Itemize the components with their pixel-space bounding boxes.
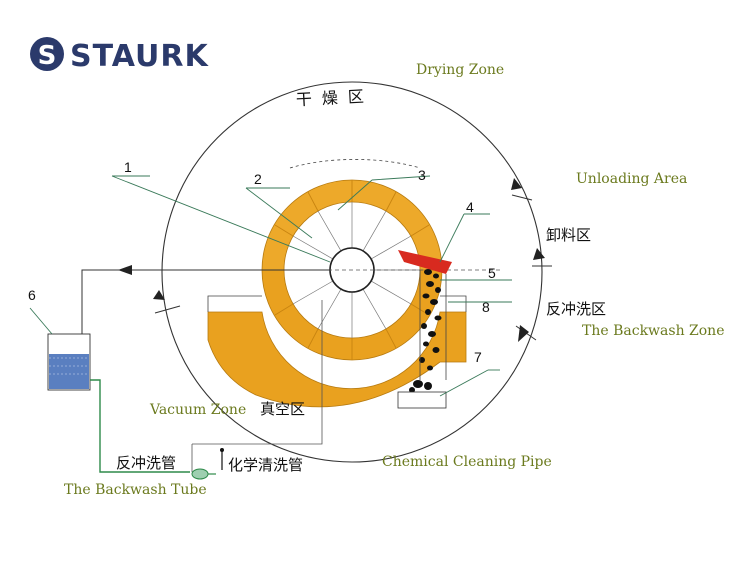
staurk-logo: S STAURK — [30, 37, 209, 74]
vacuum-zone-cn: 真空区 — [260, 400, 305, 418]
callout-4: 4 — [466, 199, 474, 215]
callout-8: 8 — [482, 299, 490, 315]
backwash-zone-en: The Backwash Zone — [582, 323, 725, 339]
arrow-down-icon — [153, 290, 165, 300]
callout-1: 1 — [124, 159, 132, 175]
arrow-down-icon — [533, 248, 545, 260]
backwash-tube-cn: 反冲洗管 — [116, 454, 176, 472]
callout-3: 3 — [418, 167, 426, 183]
outer-cycle-circle — [161, 81, 543, 463]
backwash-zone-cn: 反冲洗区 — [546, 300, 606, 318]
logo-letter: S — [38, 41, 57, 71]
logo-circle-icon — [30, 37, 64, 71]
drying-zone-cn: 干燥区 — [295, 86, 374, 109]
zone-labels: Drying Zone 干燥区 Unloading Area 卸料区 反冲洗区 … — [64, 62, 725, 498]
callout-5: 5 — [488, 265, 496, 281]
callout-6: 6 — [28, 287, 36, 303]
callout-2: 2 — [254, 171, 262, 187]
unloading-area-cn: 卸料区 — [546, 226, 591, 244]
backwash-tube — [90, 300, 323, 480]
filtrate-tank — [47, 333, 91, 391]
arrow-up-icon — [518, 325, 529, 342]
vacuum-line — [81, 265, 330, 334]
callout-7: 7 — [474, 349, 482, 365]
chemical-pipe-en: Chemical Cleaning Pipe — [382, 454, 552, 470]
brand-name: STAURK — [70, 39, 209, 74]
drying-zone-en: Drying Zone — [416, 62, 504, 78]
valve-icon — [191, 468, 209, 480]
arrow-down-icon — [511, 178, 522, 190]
unloading-area-en: Unloading Area — [576, 171, 687, 187]
rotation-arrows — [153, 178, 545, 342]
scraper-blade — [398, 250, 452, 274]
callout-numbers: 1 2 3 4 5 6 7 8 — [28, 159, 496, 365]
dashed-arc — [289, 159, 421, 169]
leader-lines — [29, 175, 512, 397]
chemical-pipe-cn: 化学清洗管 — [228, 456, 303, 474]
arrow-left-icon — [118, 265, 132, 275]
falling-cake — [409, 269, 442, 393]
backwash-tube-en: The Backwash Tube — [64, 482, 207, 498]
collection-bin — [397, 391, 447, 409]
vacuum-zone-en: Vacuum Zone — [149, 402, 246, 418]
